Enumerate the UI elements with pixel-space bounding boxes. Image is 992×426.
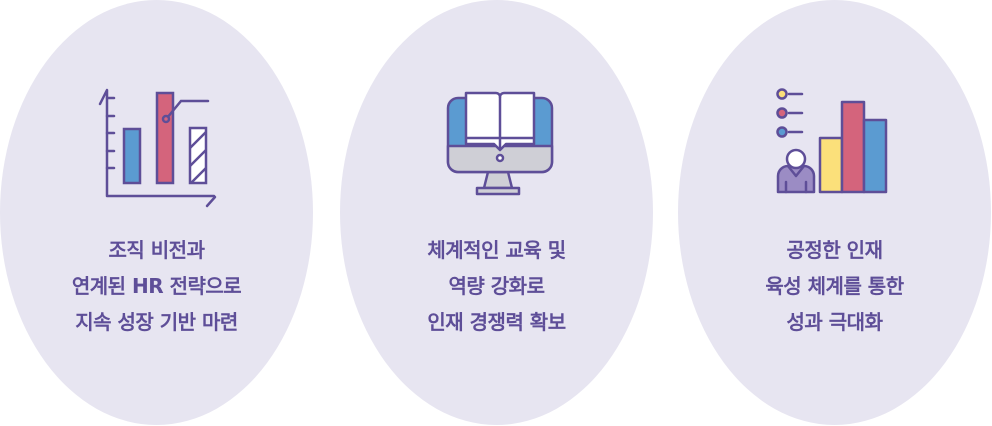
person-performance-chart-icon [776, 88, 888, 194]
caption-line: 육성 체계를 통한 [765, 274, 904, 298]
caption-line: 연계된 HR 전략으로 [71, 274, 242, 298]
caption-line: 공정한 인재 [786, 238, 883, 262]
caption-line: 지속 성장 기반 마련 [75, 310, 238, 334]
card-hr-strategy: 조직 비전과 연계된 HR 전략으로 지속 성장 기반 마련 [0, 0, 313, 425]
card-performance: 공정한 인재 육성 체계를 통한 성과 극대화 [678, 0, 991, 425]
caption-line: 성과 극대화 [786, 310, 883, 334]
card-caption: 공정한 인재 육성 체계를 통한 성과 극대화 [678, 232, 991, 340]
card-caption: 체계적인 교육 및 역량 강화로 인재 경쟁력 확보 [340, 232, 653, 340]
monitor-book-icon [446, 91, 554, 196]
caption-line: 역량 강화로 [448, 274, 545, 298]
card-education: 체계적인 교육 및 역량 강화로 인재 경쟁력 확보 [340, 0, 653, 425]
card-caption: 조직 비전과 연계된 HR 전략으로 지속 성장 기반 마련 [0, 232, 313, 340]
caption-line: 체계적인 교육 및 [427, 238, 566, 262]
caption-line: 조직 비전과 [108, 238, 205, 262]
caption-line: 인재 경쟁력 확보 [427, 310, 566, 334]
bar-chart-icon [98, 88, 217, 208]
